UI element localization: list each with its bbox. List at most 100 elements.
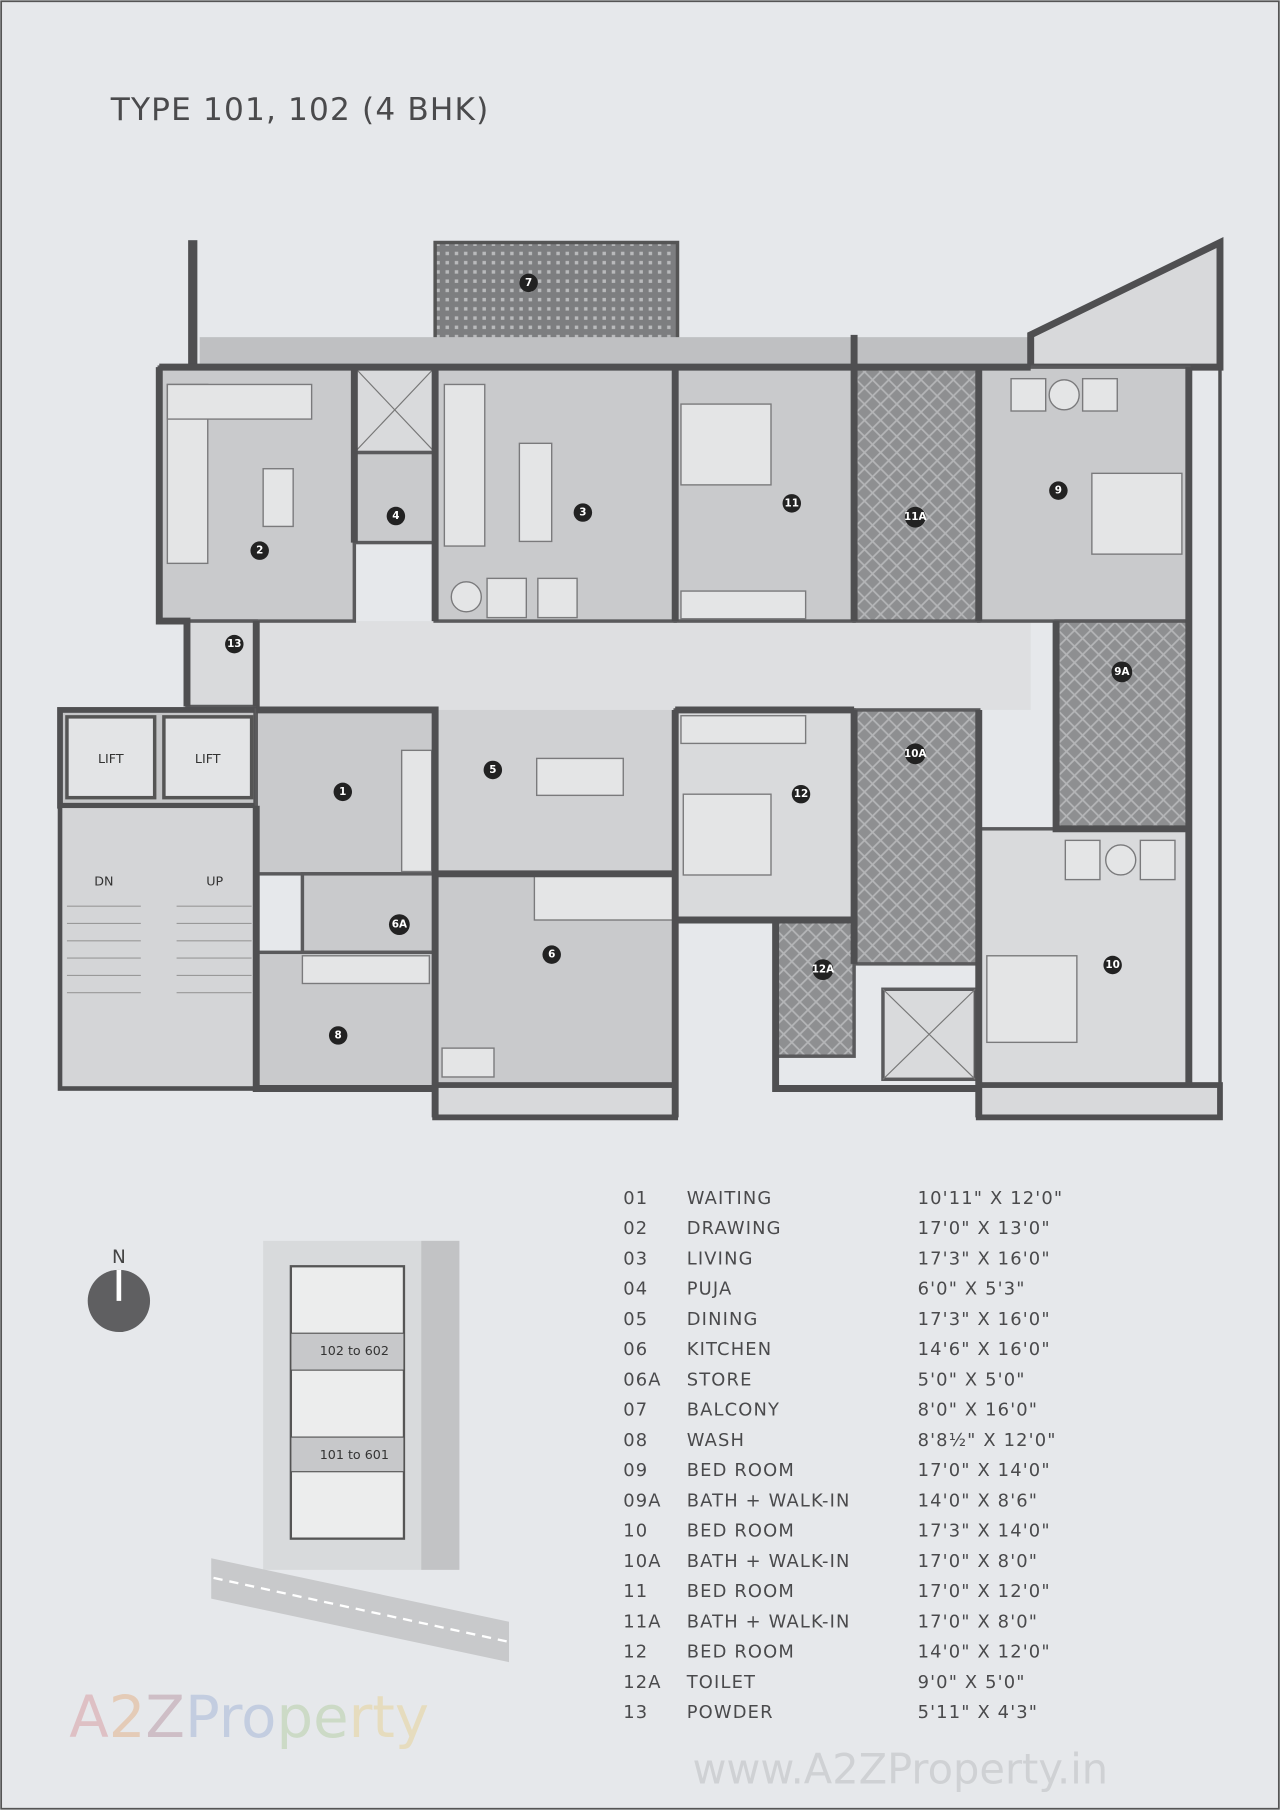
room-size: 17'3" X 16'0"	[918, 1248, 1051, 1269]
svg-text:11: 11	[785, 497, 799, 509]
room-number: 10A	[623, 1551, 661, 1572]
room-size: 6'0" X 5'3"	[918, 1279, 1026, 1300]
schedule-row: 01 WAITING 10'11" X 12'0"	[623, 1188, 1064, 1209]
room-marker-6a: 6A	[388, 914, 410, 936]
room-store	[300, 872, 437, 955]
terrace-strip	[199, 337, 1031, 368]
lift-1	[65, 715, 157, 800]
furniture	[166, 377, 1183, 1078]
lift-1-label: LIFT	[98, 751, 124, 766]
page-title: TYPE 101, 102 (4 BHK)	[110, 92, 490, 128]
room-name: BALCONY	[687, 1400, 780, 1421]
key-plan-upper-label: 102 to 602	[320, 1343, 389, 1358]
schedule-row: 10 BED ROOM 17'3" X 14'0"	[623, 1521, 1051, 1542]
room-number: 11A	[623, 1611, 661, 1632]
key-plan-building	[289, 1265, 406, 1540]
room-number: 10	[623, 1521, 648, 1542]
room-powder	[185, 619, 258, 709]
stair-up-label: UP	[206, 873, 223, 888]
room-name: BED ROOM	[687, 1581, 795, 1602]
room-number: 05	[623, 1309, 648, 1330]
svg-text:3: 3	[579, 507, 586, 519]
compass-label: N	[112, 1247, 126, 1268]
svg-text:11A: 11A	[904, 511, 926, 523]
stair-treads	[66, 905, 252, 994]
corridor	[256, 621, 1031, 710]
room-number: 07	[623, 1400, 648, 1421]
svg-text:1: 1	[339, 786, 346, 798]
key-plan: 102 to 602 101 to 601	[211, 1240, 509, 1663]
svg-text:12: 12	[794, 788, 808, 800]
room-marker-12: 12	[791, 784, 811, 804]
room-name: WASH	[687, 1430, 745, 1451]
road-centerline	[213, 1576, 507, 1643]
lift-2	[162, 715, 254, 800]
room-number: 12	[623, 1642, 648, 1663]
room-marker-9: 9	[1049, 481, 1068, 500]
room-size: 17'0" X 13'0"	[918, 1218, 1051, 1239]
room-name: BED ROOM	[687, 1460, 795, 1481]
svg-text:9: 9	[1055, 485, 1062, 497]
wall-stub	[188, 240, 198, 365]
room-puja	[352, 450, 437, 545]
room-marker-11: 11	[782, 494, 802, 513]
room-marker-9a: 9A	[1111, 661, 1133, 683]
room-number: 04	[623, 1279, 648, 1300]
room-marker-3: 3	[573, 503, 593, 522]
schedule-row: 10A BATH + WALK-IN 17'0" X 8'0"	[623, 1551, 1039, 1572]
svg-text:13: 13	[227, 638, 241, 650]
room-number: 11	[623, 1581, 648, 1602]
svg-text:7: 7	[525, 277, 532, 289]
room-name: TOILET	[686, 1672, 756, 1693]
room-size: 17'3" X 14'0"	[918, 1521, 1051, 1542]
room-number: 06	[623, 1339, 648, 1360]
key-plan-lower-label: 101 to 601	[320, 1447, 389, 1462]
svg-text:5: 5	[489, 764, 496, 776]
room-marker-12a: 12A	[812, 959, 834, 981]
svg-text:6A: 6A	[392, 919, 407, 931]
schedule-row: 04 PUJA 6'0" X 5'3"	[623, 1279, 1026, 1300]
svg-text:12A: 12A	[812, 964, 834, 976]
room-marker-2: 2	[250, 541, 269, 560]
room-name: PUJA	[687, 1279, 733, 1300]
room-marker-10: 10	[1103, 955, 1122, 975]
room-name: BED ROOM	[687, 1521, 795, 1542]
room-size: 10'11" X 12'0"	[918, 1188, 1064, 1209]
room-size: 14'0" X 12'0"	[918, 1642, 1051, 1663]
shaft-2-cross-icon	[882, 988, 976, 1080]
room-size: 5'0" X 5'0"	[918, 1369, 1026, 1390]
lift-2-label: LIFT	[195, 751, 221, 766]
room-number: 06A	[623, 1369, 661, 1390]
room-name: BATH + WALK-IN	[687, 1551, 851, 1572]
room-number: 09	[623, 1460, 648, 1481]
svg-text:10A: 10A	[904, 748, 926, 760]
room-size: 17'0" X 8'0"	[918, 1551, 1039, 1572]
room-number: 02	[623, 1218, 648, 1239]
room-marker-11a: 11A	[904, 506, 927, 528]
staircase	[57, 803, 259, 1091]
room-number: 03	[623, 1248, 648, 1269]
room-marker-10a: 10A	[904, 743, 927, 765]
room-number: 01	[623, 1188, 648, 1209]
stair-down-label: DN	[94, 873, 113, 888]
key-plan-unit-101	[290, 1436, 405, 1473]
room-name: WAITING	[687, 1188, 773, 1209]
room-bath-11a	[852, 365, 981, 623]
room-marker-13: 13	[225, 634, 244, 654]
room-name: DRAWING	[687, 1218, 782, 1239]
